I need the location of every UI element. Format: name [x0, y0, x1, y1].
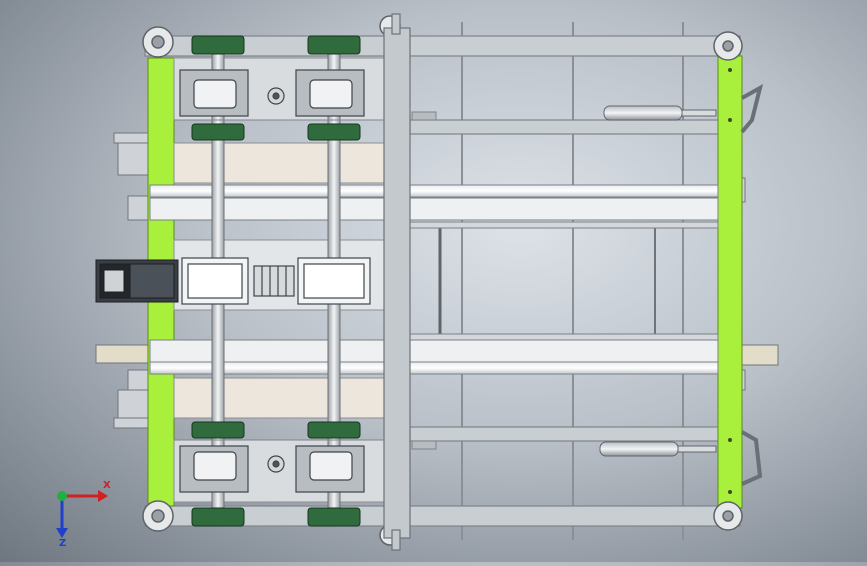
- linear-rails: [149, 184, 719, 375]
- left-side-brackets: [95, 132, 151, 429]
- rail-bolts: [728, 68, 732, 494]
- background-rods: [438, 22, 684, 540]
- drive-motor: [95, 259, 179, 303]
- center-beam: [383, 13, 411, 551]
- wheel-housings: [179, 69, 365, 493]
- frame-detail-lines: [174, 111, 437, 450]
- gearbox-section: [181, 257, 371, 305]
- z-axis-label: Z: [59, 538, 66, 548]
- pneumatic-cylinders: [599, 84, 764, 486]
- y-axis-origin: [57, 491, 67, 501]
- x-axis-arrowhead: [98, 490, 108, 502]
- outer-frame: [144, 35, 741, 527]
- bearing-blocks: [191, 35, 361, 527]
- axis-triad: X Z: [56, 480, 111, 548]
- x-axis-label: X: [103, 480, 111, 491]
- z-axis-arrowhead: [56, 528, 68, 538]
